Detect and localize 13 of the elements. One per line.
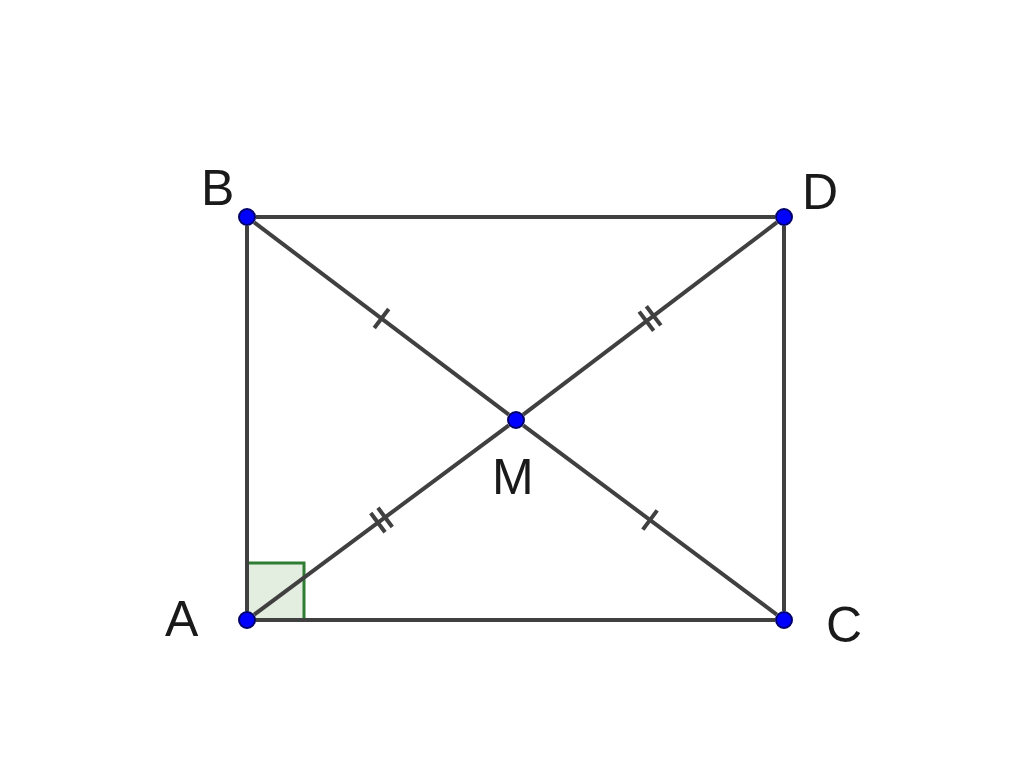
line-segment <box>521 220 779 417</box>
point-label: B <box>201 163 235 213</box>
line-segment <box>256 618 775 622</box>
line-segment <box>252 220 511 417</box>
point-label: D <box>802 167 839 217</box>
line-segment <box>253 423 510 617</box>
line-segment <box>245 226 249 611</box>
line-segment <box>782 226 786 611</box>
point-label: C <box>826 600 863 650</box>
point-label: A <box>165 594 199 644</box>
line-segment <box>256 215 775 219</box>
line-segment <box>522 423 778 617</box>
point-label: M <box>492 452 534 502</box>
